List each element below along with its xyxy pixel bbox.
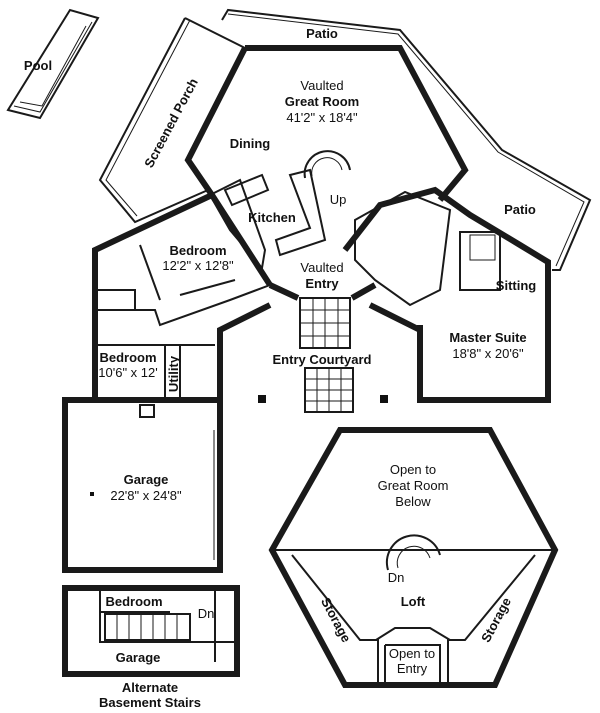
master-bath-walls bbox=[354, 190, 452, 307]
alt-dn-label: Dn bbox=[198, 606, 215, 621]
alt-caption-line2: Basement Stairs bbox=[99, 695, 201, 710]
garage-dims: 22'8" x 24'8" bbox=[110, 488, 182, 503]
entry-courtyard-label: Entry Courtyard bbox=[273, 352, 372, 367]
open-great-room-line2: Great Room bbox=[378, 478, 449, 493]
master-suite-dims: 18'8" x 20'6" bbox=[452, 346, 524, 361]
patio-top-label: Patio bbox=[306, 26, 338, 41]
bedroom2-dims: 10'6" x 12' bbox=[98, 365, 157, 380]
open-entry-line2: Entry bbox=[397, 661, 428, 676]
garage-label: Garage bbox=[124, 472, 169, 487]
vaulted-entry-line1: Vaulted bbox=[300, 260, 343, 275]
kitchen-counters bbox=[208, 178, 267, 271]
sitting-label: Sitting bbox=[496, 278, 536, 293]
bedroom1-label: Bedroom bbox=[169, 243, 226, 258]
great-room-line2: Great Room bbox=[285, 94, 359, 109]
bedroom2-label: Bedroom bbox=[99, 350, 156, 365]
alt-bedroom-label: Bedroom bbox=[105, 594, 162, 609]
patio-outline bbox=[221, 8, 592, 271]
utility-label: Utility bbox=[166, 355, 181, 392]
open-great-room-line1: Open to bbox=[390, 462, 436, 477]
alternate-stairs-plan bbox=[62, 585, 240, 677]
great-room-line1: Vaulted bbox=[300, 78, 343, 93]
storage-left-label: Storage bbox=[318, 595, 354, 645]
dining-label: Dining bbox=[230, 136, 270, 151]
master-suite-label: Master Suite bbox=[449, 330, 526, 345]
storage-right-label: Storage bbox=[478, 595, 514, 645]
kitchen-label: Kitchen bbox=[248, 210, 296, 225]
spiral-stair bbox=[274, 150, 351, 257]
alt-caption-line1: Alternate bbox=[122, 680, 178, 695]
courtyard-walls bbox=[217, 302, 422, 400]
entry-walk bbox=[299, 297, 354, 413]
loft-dn-label: Dn bbox=[388, 570, 405, 585]
screened-porch-walls bbox=[98, 17, 209, 224]
open-entry-line1: Open to bbox=[389, 646, 435, 661]
great-room-walls bbox=[245, 45, 469, 202]
great-room-dims: 41'2" x 18'4" bbox=[286, 110, 358, 125]
open-great-room-line3: Below bbox=[395, 494, 431, 509]
pool-label: Pool bbox=[24, 58, 52, 73]
garage-walls bbox=[62, 397, 223, 573]
patio-right-label: Patio bbox=[504, 202, 536, 217]
loft-label: Loft bbox=[401, 594, 426, 609]
loft-spiral-stair bbox=[385, 534, 441, 571]
vaulted-entry-line2: Entry bbox=[305, 276, 339, 291]
up-label: Up bbox=[330, 192, 347, 207]
alt-garage-label: Garage bbox=[116, 650, 161, 665]
bedroom1-dims: 12'2" x 12'8" bbox=[162, 258, 234, 273]
pool-outline bbox=[6, 8, 100, 120]
